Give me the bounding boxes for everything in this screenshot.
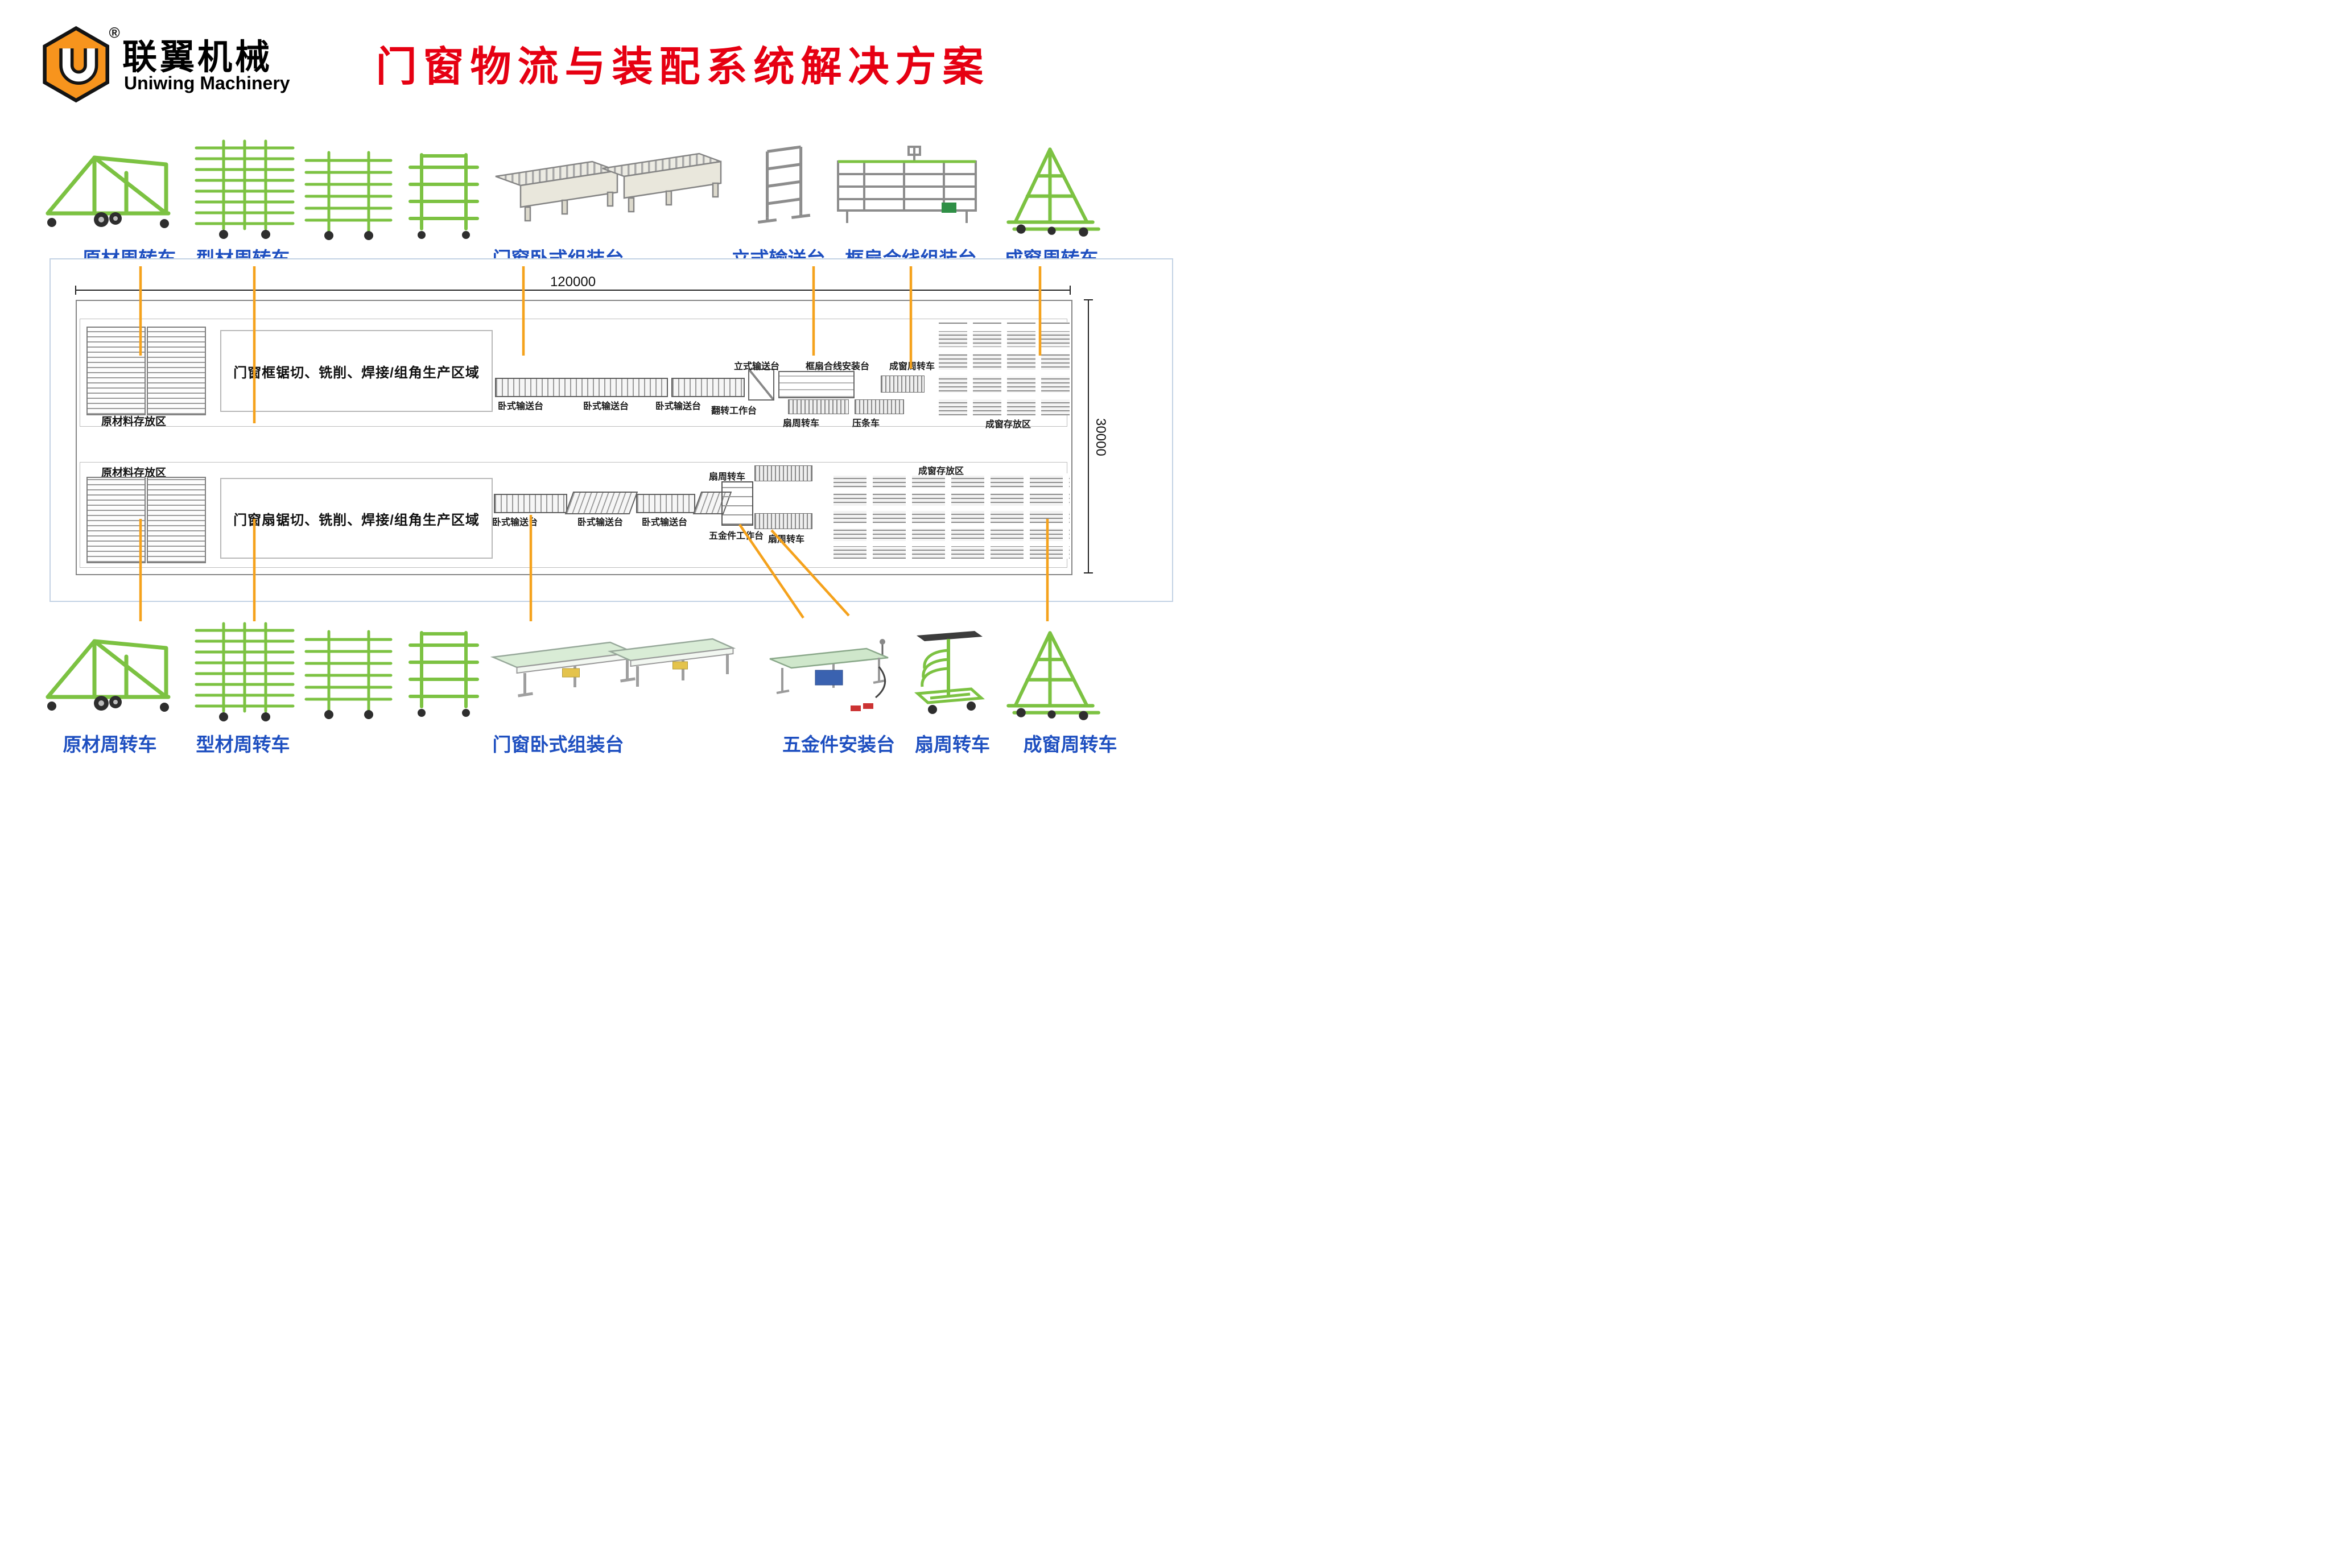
raw-material-cart-image-top [40, 141, 176, 233]
bottom-label-finished-window-cart: 成窗周转车 [1023, 734, 1117, 755]
plan-label: 卧式输送台 [497, 402, 544, 411]
brand-name-en: Uniwing Machinery [124, 73, 290, 93]
bottom-label-hardware-install: 五金件安装台 [782, 734, 895, 755]
upper-production-label: 门窗框锯切、铣削、焊接/组角生产区域 [233, 365, 480, 381]
profile-rack-cart-image-top [191, 137, 299, 242]
bottom-label-raw-material-cart: 原材周转车 [63, 734, 157, 755]
upper-production-zone: 门窗框锯切、铣削、焊接/组角生产区域 [220, 330, 493, 412]
finished-window-storage-racks-upper [939, 322, 1070, 415]
bottom-label-horizontal-assembly: 门窗卧式组装台 [492, 734, 624, 755]
vertical-conveyor-image-top [750, 141, 814, 237]
conveyor-segment-slanted [564, 492, 638, 514]
plan-label: 扇周转车 [708, 472, 746, 482]
plan-label: 卧式输送台 [655, 402, 702, 411]
raw-material-cart-image-bottom [40, 625, 176, 717]
raw-storage-rack-block [86, 477, 146, 563]
brand-name-cn: 联翼机械 [122, 38, 273, 76]
upper-raw-storage-label: 原材料存放区 [101, 416, 167, 428]
upper-finished-storage-label: 成窗存放区 [985, 420, 1031, 430]
hardware-workbench-plan-icon [721, 481, 753, 526]
plan-height-dimension: 30000 [1093, 418, 1108, 456]
profile-rack-cart-image-bottom [191, 619, 299, 724]
plan-label: 卧式输送台 [492, 518, 538, 527]
plan-width-dimension: 120000 [545, 274, 601, 290]
plan-boundary [76, 300, 1072, 575]
horizontal-assembly-table-image-top [490, 143, 725, 229]
plan-label: 卧式输送台 [641, 518, 688, 527]
shelf-cart-image-top [407, 149, 481, 240]
plan-label: 成窗周转车 [889, 362, 935, 372]
frame-sash-line-machine-image-top [830, 142, 984, 233]
plan-label: 扇周转车 [782, 419, 820, 428]
profile-rack-cart-small-image-bottom [302, 626, 395, 720]
frame-sash-line-plan-icon [778, 371, 855, 398]
lower-production-label: 门窗扇锯切、铣削、焊接/组角生产区域 [233, 512, 480, 528]
plan-label: 框扇合线安装台 [805, 362, 870, 372]
plan-label: 压条车 [852, 419, 880, 428]
conveyor-segment [495, 378, 668, 397]
plan-label: 卧式输送台 [577, 518, 624, 527]
finished-window-cart-image-top [997, 141, 1104, 237]
shelf-cart-image-bottom [407, 627, 481, 718]
plan-label: 卧式输送台 [583, 402, 629, 411]
conveyor-segment [636, 494, 695, 513]
conveyor-segment [494, 494, 567, 513]
bead-cart-plan-icon [855, 399, 904, 414]
lower-raw-storage-label: 原材料存放区 [101, 467, 167, 479]
raw-storage-rack-block [147, 477, 206, 563]
hardware-install-table-image-bottom [765, 633, 896, 718]
registered-mark: ® [109, 25, 120, 41]
plan-label: 扇周转车 [768, 535, 805, 544]
page-title: 门窗物流与装配系统解决方案 [376, 44, 990, 90]
sash-cart-plan-icon [788, 399, 849, 414]
sash-cart-image-bottom [907, 626, 987, 718]
plan-label: 立式输送台 [733, 362, 780, 372]
bottom-label-sash-cart: 扇周转车 [915, 734, 990, 755]
lower-production-zone: 门窗扇锯切、铣削、焊接/组角生产区域 [220, 478, 493, 559]
lower-finished-storage-label: 成窗存放区 [918, 467, 964, 476]
plan-label: 翻转工作台 [711, 406, 757, 416]
raw-storage-rack-block [147, 327, 206, 415]
finished-window-storage-racks-lower [833, 473, 1070, 559]
vertical-conveyor-plan-icon [748, 369, 774, 401]
finished-window-cart-plan-icon [881, 376, 925, 393]
bottom-label-profile-cart: 型材周转车 [196, 734, 290, 755]
plan-label: 五金件工作台 [708, 531, 764, 541]
assembly-table-image-bottom [488, 629, 753, 717]
profile-rack-cart-small-image-top [302, 147, 395, 241]
raw-storage-rack-block [86, 327, 146, 415]
sash-cart-plan-icon [754, 465, 812, 481]
conveyor-segment [671, 378, 745, 397]
finished-window-cart-image-bottom [997, 625, 1104, 720]
sash-cart-plan-icon [754, 513, 812, 529]
uniwing-logo-icon: ® [43, 25, 120, 103]
poster-canvas: ® 联翼机械 Uniwing Machinery 门窗物流与装配系统解决方案 [0, 0, 1176, 784]
